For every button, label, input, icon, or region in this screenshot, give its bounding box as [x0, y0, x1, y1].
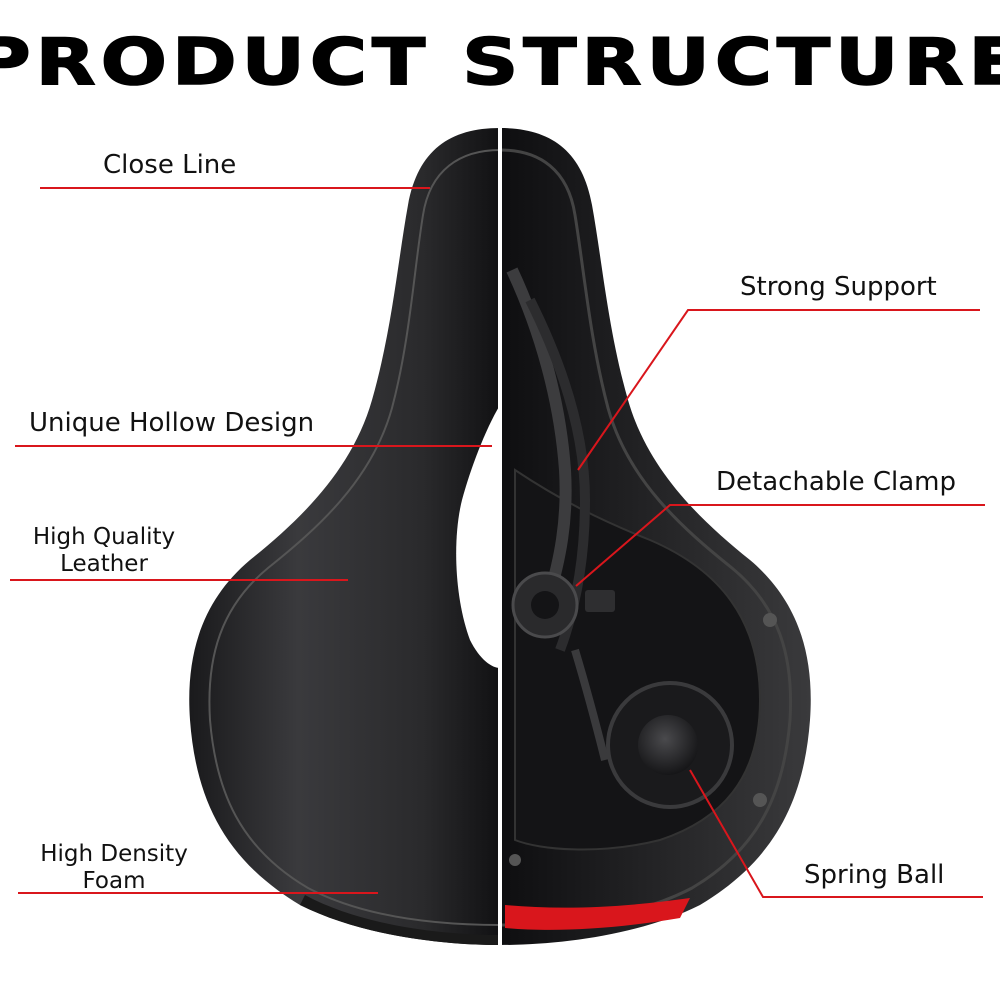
label-high-quality-leather-line2: Leather — [60, 551, 148, 577]
label-spring-ball: Spring Ball — [804, 860, 945, 890]
label-high-quality-leather-line1: High Quality — [32, 524, 176, 550]
label-high-density-foam-line1: High Density — [40, 841, 188, 867]
tail-reflector — [505, 898, 690, 930]
label-close-line: Close Line — [103, 150, 237, 180]
label-high-quality-leather: High Quality Leather — [20, 524, 188, 578]
leather-surface — [189, 128, 500, 945]
leader-detachable-clamp — [575, 504, 985, 587]
strong-support-rail — [506, 267, 572, 602]
leader-lines — [10, 187, 985, 898]
leader-strong-support — [577, 309, 980, 471]
label-detachable-clamp: Detachable Clamp — [716, 467, 956, 497]
saddle-top-half — [189, 128, 500, 945]
detachable-clamp — [511, 571, 615, 639]
close-line-stitch — [208, 149, 500, 926]
label-high-density-foam-line2: Foam — [82, 868, 146, 894]
page-title: PRODUCT STRUCTURE — [0, 25, 1000, 101]
spring-ball — [606, 681, 734, 809]
label-unique-hollow-design: Unique Hollow Design — [29, 408, 315, 438]
saddle-underside-half — [500, 128, 811, 945]
label-high-density-foam: High Density Foam — [28, 841, 200, 895]
label-strong-support: Strong Support — [740, 272, 937, 302]
hollow-cutout — [456, 405, 500, 668]
leader-spring-ball — [689, 769, 983, 898]
